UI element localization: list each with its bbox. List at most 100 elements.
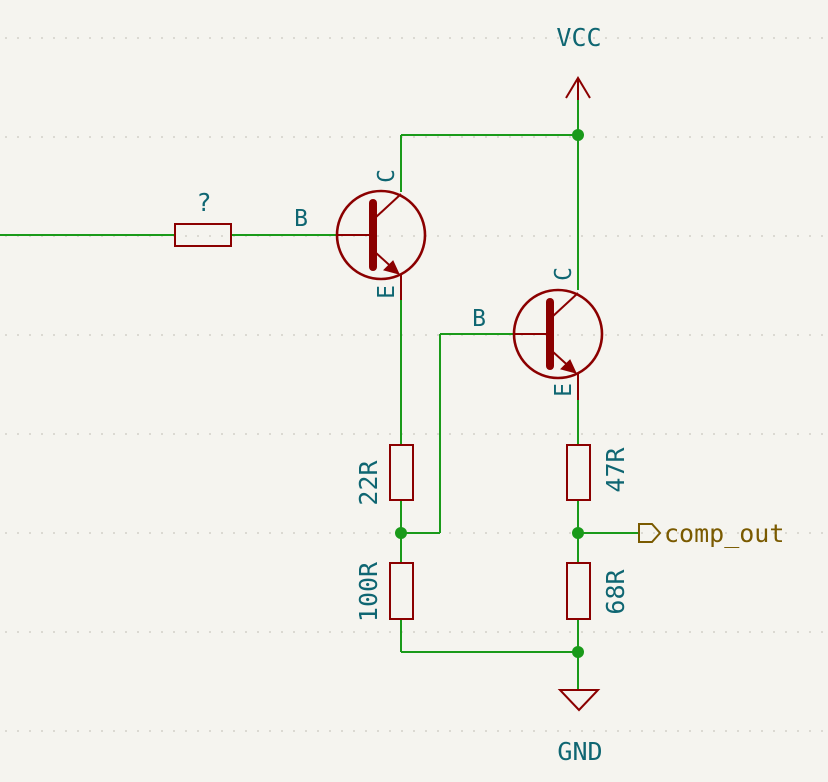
grid-dot: [173, 532, 175, 534]
grid-dot: [569, 235, 571, 237]
grid-dot: [533, 235, 535, 237]
grid-dot: [629, 235, 631, 237]
grid-dot: [593, 433, 595, 435]
grid-dot: [797, 37, 799, 39]
q2-pin-e: E: [551, 383, 577, 397]
grid-dot: [377, 235, 379, 237]
grid-dot: [317, 334, 319, 336]
vcc-symbol[interactable]: VCC: [556, 23, 602, 100]
grid-dot: [29, 730, 31, 732]
grid-dot: [233, 37, 235, 39]
transistor-q2[interactable]: B C E: [472, 267, 604, 400]
grid-dot: [137, 136, 139, 138]
grid-dot: [725, 433, 727, 435]
grid-dot: [821, 433, 823, 435]
grid-dot: [137, 730, 139, 732]
grid-dot: [737, 136, 739, 138]
grid-dot: [761, 433, 763, 435]
grid-dot: [641, 433, 643, 435]
grid-dot: [77, 37, 79, 39]
grid-dot: [509, 730, 511, 732]
grid-dot: [113, 136, 115, 138]
q1-collector-lead: [374, 193, 402, 219]
grid-dot: [173, 433, 175, 435]
grid-dot: [245, 136, 247, 138]
grid-dot: [773, 334, 775, 336]
junction-q2-divider: [572, 527, 584, 539]
grid-dot: [293, 532, 295, 534]
grid-dot: [449, 730, 451, 732]
grid-dot: [617, 631, 619, 633]
q2-pin-c: C: [551, 267, 577, 281]
grid-dot: [101, 730, 103, 732]
grid-dot: [713, 136, 715, 138]
grid-dot: [245, 433, 247, 435]
grid-dot: [365, 730, 367, 732]
grid-dot: [389, 136, 391, 138]
global-label-comp-out[interactable]: comp_out: [638, 519, 784, 548]
grid-dot: [293, 433, 295, 435]
grid-dot: [677, 37, 679, 39]
grid-dot: [773, 532, 775, 534]
gnd-symbol[interactable]: GND: [557, 689, 603, 766]
grid-dot: [293, 730, 295, 732]
resistor-100r[interactable]: 100R: [354, 561, 414, 622]
grid-dot: [473, 631, 475, 633]
grid-dot: [41, 631, 43, 633]
resistor-input[interactable]: ?: [174, 188, 232, 247]
grid-dot: [437, 433, 439, 435]
grid-dot: [665, 334, 667, 336]
resistor-68r[interactable]: 68R: [566, 562, 630, 620]
grid-dot: [689, 631, 691, 633]
grid-dot: [521, 631, 523, 633]
resistor-47r[interactable]: 47R: [566, 444, 630, 501]
grid-dot: [389, 730, 391, 732]
grid-dot: [641, 334, 643, 336]
grid-dot: [773, 235, 775, 237]
grid-dot: [629, 433, 631, 435]
grid-dot: [41, 433, 43, 435]
grid-dot: [809, 37, 811, 39]
grid-dot: [41, 532, 43, 534]
transistor-q1[interactable]: B C E: [294, 169, 427, 300]
grid-dot: [689, 37, 691, 39]
grid-dot: [317, 532, 319, 534]
grid-dot: [209, 730, 211, 732]
grid-dot: [77, 433, 79, 435]
global-label-flag-icon: [638, 523, 662, 543]
grid-dot: [389, 433, 391, 435]
grid-dot: [761, 37, 763, 39]
grid-dot: [485, 136, 487, 138]
grid-dot: [185, 532, 187, 534]
grid-dot: [425, 136, 427, 138]
grid-dot: [341, 37, 343, 39]
grid-dot: [197, 37, 199, 39]
grid-dot: [653, 334, 655, 336]
grid-dot: [101, 334, 103, 336]
grid-dot: [329, 334, 331, 336]
grid-dot: [125, 334, 127, 336]
grid-dot: [665, 235, 667, 237]
grid-dot: [641, 532, 643, 534]
grid-dot: [521, 235, 523, 237]
grid-dot: [209, 334, 211, 336]
grid-dot: [245, 532, 247, 534]
grid-dot: [773, 730, 775, 732]
grid-dot: [521, 136, 523, 138]
resistor-22r-value: 22R: [354, 459, 383, 505]
grid-dot: [137, 334, 139, 336]
resistor-22r[interactable]: 22R: [354, 444, 414, 506]
grid-dot: [425, 730, 427, 732]
grid-dot: [257, 631, 259, 633]
grid-dot: [473, 235, 475, 237]
wires: [0, 98, 638, 690]
grid-dot: [725, 235, 727, 237]
grid-dot: [485, 631, 487, 633]
grid-dot: [29, 136, 31, 138]
grid-dot: [161, 631, 163, 633]
grid-dot: [701, 37, 703, 39]
grid-dot: [365, 37, 367, 39]
grid-dot: [185, 136, 187, 138]
grid-dot: [77, 532, 79, 534]
grid-dot: [197, 136, 199, 138]
